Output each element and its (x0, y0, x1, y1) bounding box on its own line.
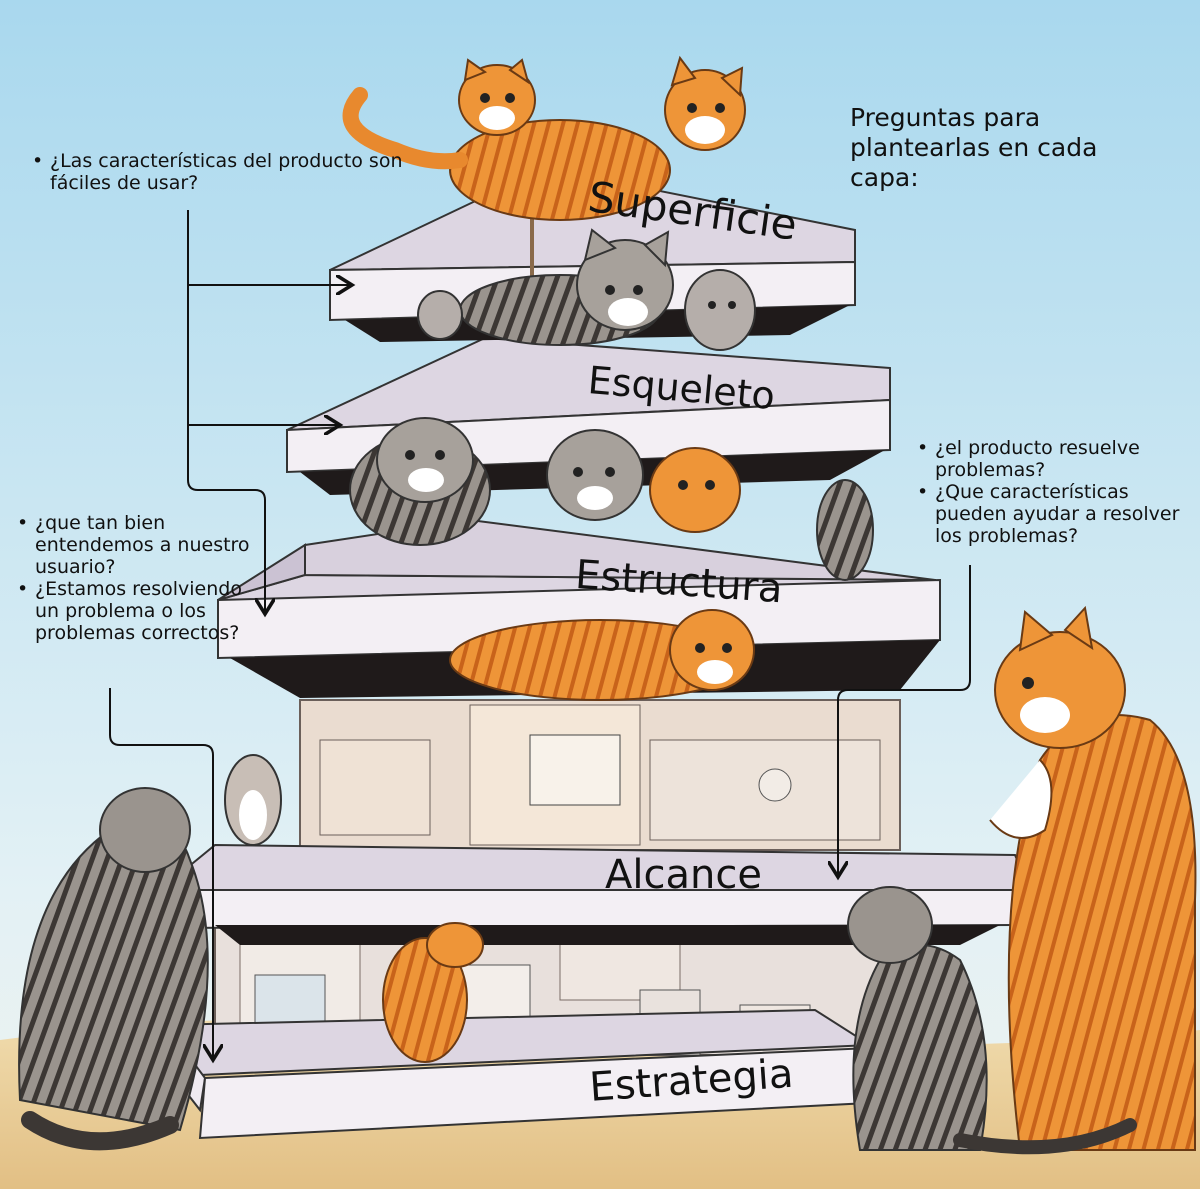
tabby-cat-bottom-right (847, 886, 1137, 1155)
alcance-room (299, 699, 901, 851)
orange-cat-top-right (664, 55, 746, 151)
arrow-to-alcance (838, 565, 971, 875)
note-alcance: ¿el producto resuelve problemas? ¿Que ca… (915, 437, 1200, 547)
connector-arrows (109, 210, 971, 1058)
note-estrategia: ¿que tan bien entendemos a nuestro usuar… (15, 512, 255, 644)
note-alcance-item-1: ¿el producto resuelve problemas? (915, 437, 1200, 481)
orange-cat-lying (449, 609, 755, 701)
orange-cat-esqueleto (649, 447, 741, 533)
note-superficie-item: ¿Las características del producto son fá… (30, 150, 410, 194)
note-estrategia-item-1: ¿que tan bien entendemos a nuestro usuar… (15, 512, 255, 578)
arrow-to-estrategia (109, 688, 213, 1058)
estructura-slab (217, 518, 941, 698)
note-estrategia-item-2: ¿Estamos resolviendo un problema o los p… (15, 578, 255, 644)
small-cat-under-superficie (684, 269, 756, 351)
kitten-under-superficie (417, 290, 463, 340)
note-alcance-item-2: ¿Que características pueden ayudar a res… (915, 481, 1200, 547)
orange-cat-estrategia (382, 922, 484, 1063)
kitten-alcance-left (224, 754, 282, 846)
tabby-cat-esqueleto-left (349, 417, 491, 546)
tabby-cat-esqueleto-middle (546, 429, 644, 521)
kitten-esqueleto-right (816, 479, 874, 581)
alcance-slab (157, 843, 1032, 945)
big-tabby-cat-left (18, 787, 209, 1151)
arrow-to-estructura (187, 210, 265, 612)
big-orange-cat-right (989, 605, 1197, 1151)
tabby-cat-under-superficie (459, 228, 674, 346)
diagram-title: Preguntas para plantearlas en cada capa: (850, 103, 1098, 192)
note-superficie: ¿Las características del producto son fá… (30, 150, 410, 194)
layer-label-alcance: Alcance (605, 852, 762, 898)
